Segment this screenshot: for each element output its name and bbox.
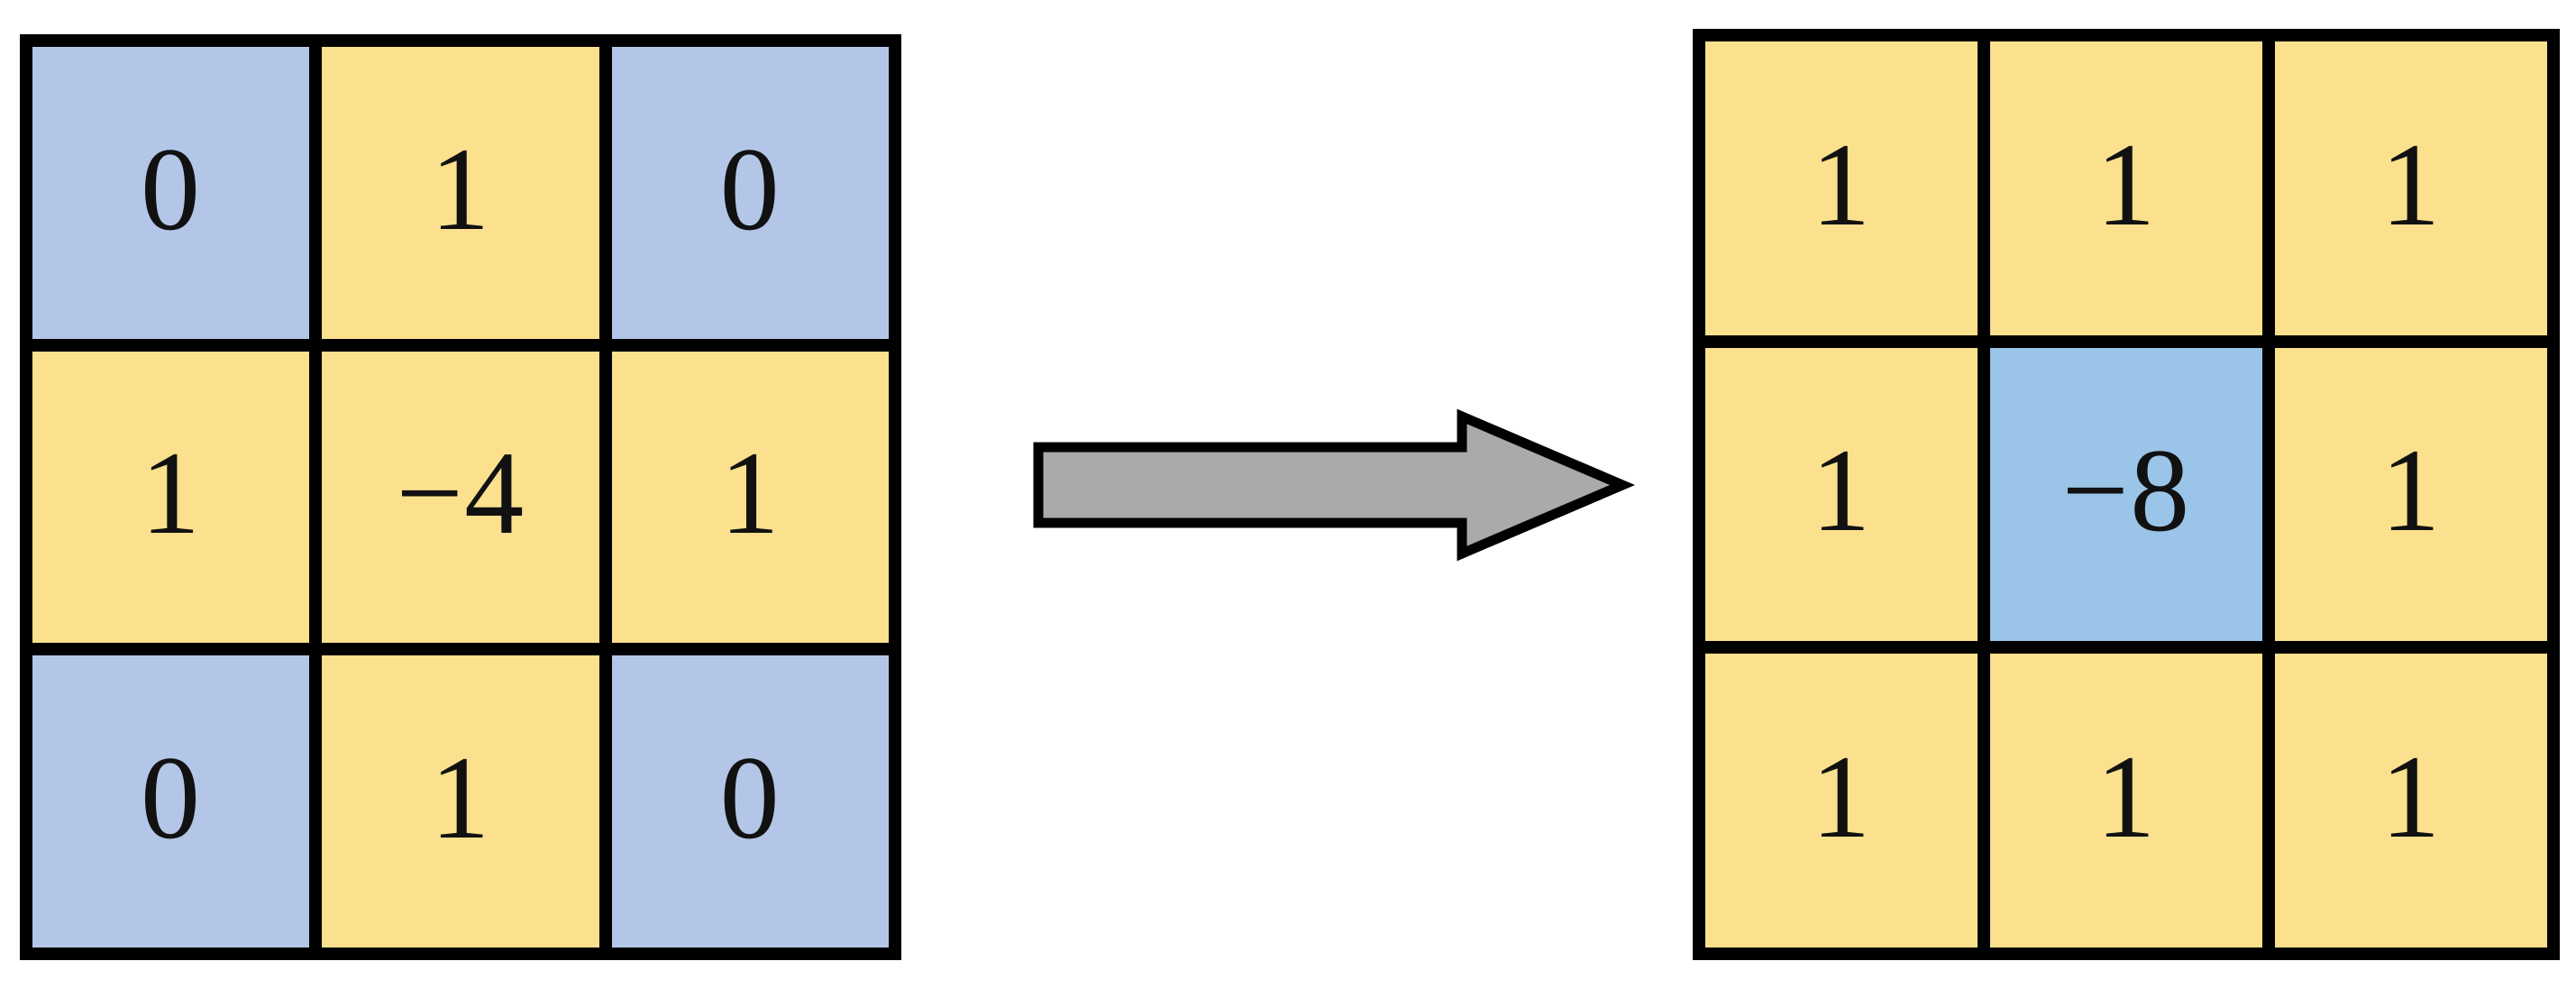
kernel-cell: 1 bbox=[1990, 654, 2262, 947]
kernel-cell: 0 bbox=[611, 47, 889, 339]
kernel-cell-value: 1 bbox=[2380, 730, 2442, 864]
kernel-cell-value: 1 bbox=[2096, 730, 2157, 864]
kernel-cell-value: 1 bbox=[1811, 424, 1872, 557]
kernel-cell: 1 bbox=[32, 351, 310, 644]
kernel-cell-value: 1 bbox=[2096, 117, 2157, 251]
kernel-cell-value: −4 bbox=[396, 426, 525, 560]
kernel-cell: 1 bbox=[1705, 347, 1978, 642]
kernel-cell: 1 bbox=[611, 351, 889, 644]
kernel-cell-value: 1 bbox=[2380, 424, 2442, 557]
kernel-cell: 1 bbox=[2275, 654, 2547, 947]
kernel-cell-value: 0 bbox=[719, 122, 781, 255]
kernel-cell: 0 bbox=[32, 47, 310, 339]
left-kernel-grid: 0 1 0 1 −4 1 0 1 0 bbox=[20, 34, 901, 960]
kernel-cell-center: −4 bbox=[322, 351, 599, 644]
kernel-cell-value: −8 bbox=[2061, 424, 2191, 557]
kernel-cell-value: 1 bbox=[2380, 117, 2442, 251]
kernel-cell-value: 1 bbox=[430, 731, 491, 865]
kernel-cell: 1 bbox=[1990, 41, 2262, 335]
kernel-cell: 1 bbox=[1705, 654, 1978, 947]
kernel-cell-value: 1 bbox=[1811, 730, 1872, 864]
kernel-cell: 1 bbox=[322, 47, 599, 339]
kernel-cell: 1 bbox=[1705, 41, 1978, 335]
kernel-cell-value: 1 bbox=[141, 426, 202, 560]
kernel-cell: 0 bbox=[32, 655, 310, 947]
kernel-cell: 1 bbox=[2275, 41, 2547, 335]
right-kernel-grid: 1 1 1 1 −8 1 1 1 1 bbox=[1693, 29, 2560, 960]
kernel-cell: 0 bbox=[611, 655, 889, 947]
kernel-cell-value: 1 bbox=[430, 122, 491, 255]
kernel-cell: 1 bbox=[322, 655, 599, 947]
kernel-cell-value: 1 bbox=[719, 426, 781, 560]
kernel-cell: 1 bbox=[2275, 347, 2547, 642]
rightward-arrow-icon bbox=[1033, 407, 1636, 563]
kernel-cell-value: 0 bbox=[719, 731, 781, 865]
kernel-cell-value: 1 bbox=[1811, 117, 1872, 251]
kernel-cell-center: −8 bbox=[1990, 347, 2262, 642]
kernel-cell-value: 0 bbox=[141, 122, 202, 255]
kernel-cell-value: 0 bbox=[141, 731, 202, 865]
